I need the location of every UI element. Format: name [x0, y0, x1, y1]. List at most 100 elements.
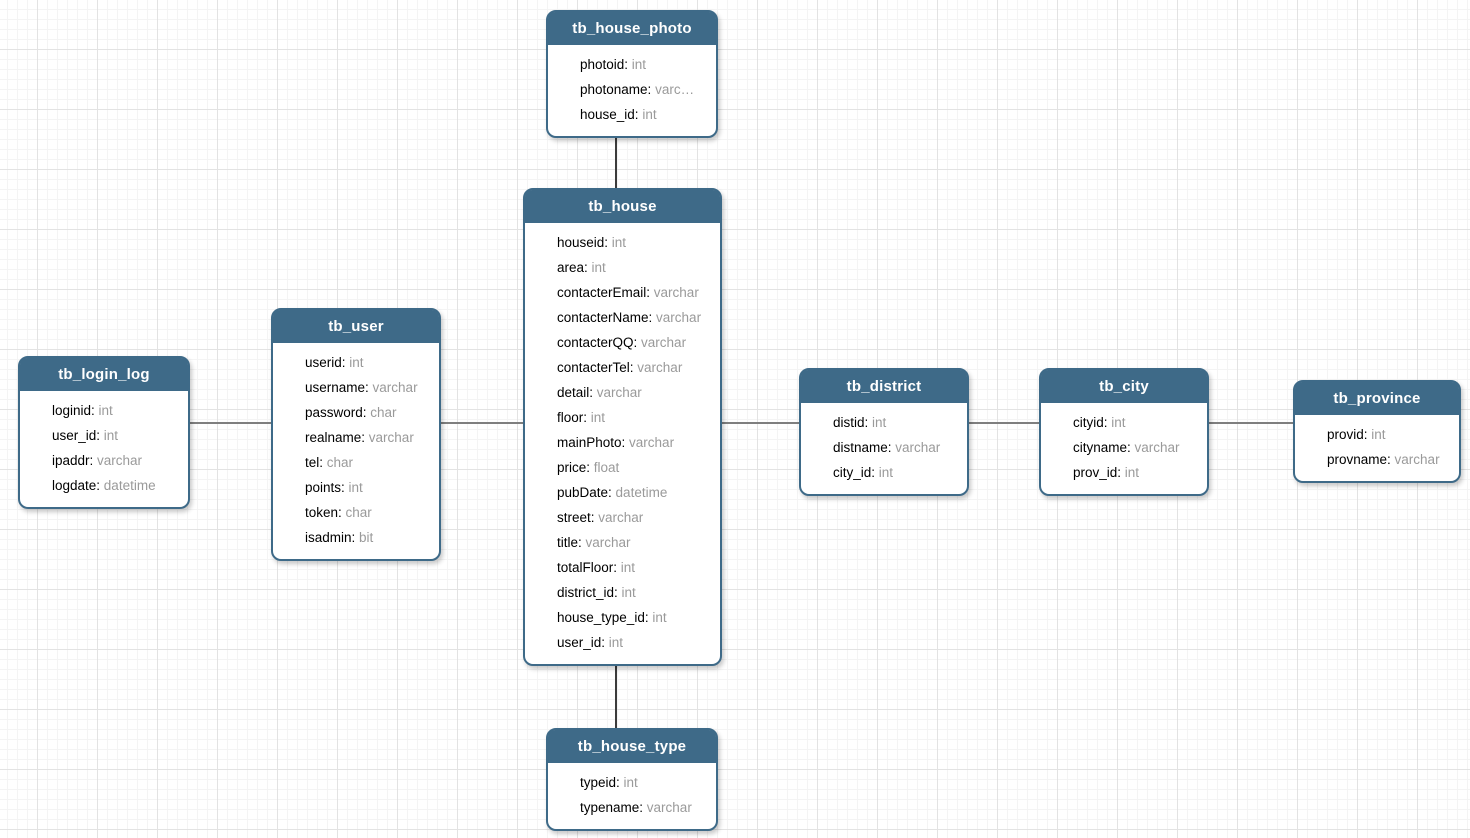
- table-title: tb_user: [328, 318, 384, 335]
- field-type: int: [619, 775, 638, 790]
- field-name: floor:: [557, 410, 588, 425]
- connector-house-photo-to-house[interactable]: [615, 133, 617, 189]
- field-type: varchar: [581, 535, 631, 550]
- connector-login-log-to-user[interactable]: [189, 422, 272, 424]
- field-row[interactable]: provname: varchar: [1327, 447, 1451, 472]
- table-header[interactable]: tb_city: [1041, 370, 1207, 403]
- field-row[interactable]: distid: int: [833, 410, 959, 435]
- field-type: int: [638, 107, 657, 122]
- field-type: int: [94, 403, 113, 418]
- field-row[interactable]: user_id: int: [557, 630, 712, 655]
- field-row[interactable]: district_id: int: [557, 580, 712, 605]
- field-row[interactable]: cityid: int: [1073, 410, 1199, 435]
- field-row[interactable]: prov_id: int: [1073, 460, 1199, 485]
- field-row[interactable]: pubDate: datetime: [557, 480, 712, 505]
- field-type: int: [605, 635, 624, 650]
- table-header[interactable]: tb_province: [1295, 382, 1459, 415]
- field-row[interactable]: ipaddr: varchar: [52, 448, 180, 473]
- field-type: varchar: [1390, 452, 1440, 467]
- field-row[interactable]: username: varchar: [305, 375, 431, 400]
- field-row[interactable]: token: char: [305, 500, 431, 525]
- field-type: int: [875, 465, 894, 480]
- field-row[interactable]: isadmin: bit: [305, 525, 431, 550]
- connector-city-to-province[interactable]: [1208, 422, 1294, 424]
- field-type: int: [868, 415, 887, 430]
- field-row[interactable]: password: char: [305, 400, 431, 425]
- connector-district-to-city[interactable]: [968, 422, 1040, 424]
- field-row[interactable]: typeid: int: [580, 770, 708, 795]
- table-header[interactable]: tb_house: [525, 190, 720, 223]
- field-row[interactable]: contacterName: varchar: [557, 305, 712, 330]
- table-title: tb_house_type: [577, 738, 687, 755]
- field-row[interactable]: title: varchar: [557, 530, 712, 555]
- field-row[interactable]: logdate: datetime: [52, 473, 180, 498]
- field-row[interactable]: points: int: [305, 475, 431, 500]
- field-row[interactable]: distname: varchar: [833, 435, 959, 460]
- table-title: tb_login_log: [58, 366, 150, 383]
- field-row[interactable]: userid: int: [305, 350, 431, 375]
- field-row[interactable]: typename: varchar: [580, 795, 708, 820]
- table-header[interactable]: tb_house_photo: [548, 12, 716, 45]
- field-row[interactable]: contacterQQ: varchar: [557, 330, 712, 355]
- field-row[interactable]: area: int: [557, 255, 712, 280]
- field-row[interactable]: mainPhoto: varchar: [557, 430, 712, 455]
- field-name: password:: [305, 405, 367, 420]
- field-name: house_type_id:: [557, 610, 649, 625]
- field-type: varchar: [643, 800, 692, 815]
- field-type: varchar: [652, 310, 702, 325]
- field-type: int: [1367, 427, 1386, 442]
- field-type: int: [617, 560, 636, 575]
- field-name: cityname:: [1073, 440, 1131, 455]
- field-row[interactable]: tel: char: [305, 450, 431, 475]
- field-row[interactable]: photoid: int: [580, 52, 708, 77]
- field-type: char: [341, 505, 372, 520]
- field-row[interactable]: house_id: int: [580, 102, 708, 127]
- field-row[interactable]: totalFloor: int: [557, 555, 712, 580]
- field-name: provname:: [1327, 452, 1391, 467]
- field-row[interactable]: user_id: int: [52, 423, 180, 448]
- connector-house-to-district[interactable]: [721, 422, 800, 424]
- field-type: varchar: [650, 285, 699, 300]
- field-row[interactable]: houseid: int: [557, 230, 712, 255]
- table-header[interactable]: tb_user: [273, 310, 439, 343]
- field-name: username:: [305, 380, 369, 395]
- field-row[interactable]: house_type_id: int: [557, 605, 712, 630]
- field-row[interactable]: loginid: int: [52, 398, 180, 423]
- connector-user-to-house[interactable]: [440, 422, 524, 424]
- field-row[interactable]: street: varchar: [557, 505, 712, 530]
- field-name: typeid:: [580, 775, 620, 790]
- field-type: varchar: [891, 440, 941, 455]
- field-row[interactable]: provid: int: [1327, 422, 1451, 447]
- field-row[interactable]: realname: varchar: [305, 425, 431, 450]
- field-row[interactable]: city_id: int: [833, 460, 959, 485]
- field-row[interactable]: price: float: [557, 455, 712, 480]
- table-header[interactable]: tb_district: [801, 370, 967, 403]
- field-row[interactable]: detail: varchar: [557, 380, 712, 405]
- field-row[interactable]: photoname: varc…: [580, 77, 708, 102]
- field-row[interactable]: cityname: varchar: [1073, 435, 1199, 460]
- field-name: photoid:: [580, 57, 629, 72]
- field-row[interactable]: contacterTel: varchar: [557, 355, 712, 380]
- table-header[interactable]: tb_house_type: [548, 730, 716, 763]
- field-row[interactable]: floor: int: [557, 405, 712, 430]
- field-name: user_id:: [557, 635, 606, 650]
- connector-house-to-house-type[interactable]: [615, 665, 617, 729]
- field-row[interactable]: contacterEmail: varchar: [557, 280, 712, 305]
- field-name: city_id:: [833, 465, 876, 480]
- table-header[interactable]: tb_login_log: [20, 358, 188, 391]
- field-type: varchar: [633, 360, 683, 375]
- field-name: distname:: [833, 440, 892, 455]
- field-name: pubDate:: [557, 485, 612, 500]
- field-type: datetime: [611, 485, 668, 500]
- field-name: userid:: [305, 355, 346, 370]
